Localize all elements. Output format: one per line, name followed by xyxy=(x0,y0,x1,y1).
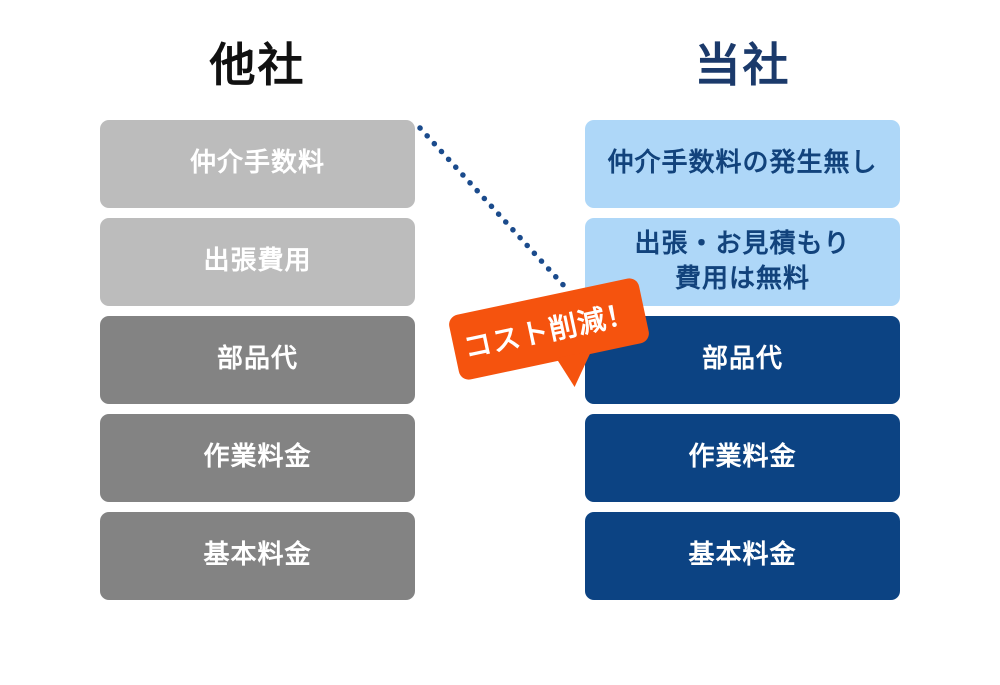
box-label-line2: 費用は無料 xyxy=(674,264,810,294)
box-other-base-fee: 基本料金 xyxy=(100,512,415,600)
box-label: 仲介手数料の発生無し xyxy=(607,148,878,179)
box-other-labor-fee: 作業料金 xyxy=(100,414,415,502)
other-company-column: 仲介手数料 出張費用 部品代 作業料金 基本料金 xyxy=(100,120,415,600)
box-other-brokerage-fee: 仲介手数料 xyxy=(100,120,415,208)
box-ours-labor-fee: 作業料金 xyxy=(585,414,900,502)
our-company-column: 仲介手数料の発生無し 出張・お見積もり 費用は無料 部品代 作業料金 基本料金 xyxy=(585,120,900,600)
box-other-travel-cost: 出張費用 xyxy=(100,218,415,306)
box-label: 基本料金 xyxy=(688,540,797,571)
box-label: 作業料金 xyxy=(203,442,312,473)
box-other-parts-cost: 部品代 xyxy=(100,316,415,404)
box-label: 部品代 xyxy=(701,344,783,375)
box-label: 作業料金 xyxy=(688,442,797,473)
box-label: 部品代 xyxy=(216,344,298,375)
box-label: 基本料金 xyxy=(203,540,312,571)
left-column-title: 他社 xyxy=(209,38,306,92)
right-column-title: 当社 xyxy=(694,38,791,92)
box-label-line1: 出張・お見積もり xyxy=(634,228,851,259)
box-ours-base-fee: 基本料金 xyxy=(585,512,900,600)
box-label: 出張費用 xyxy=(203,246,312,277)
box-ours-no-brokerage-fee: 仲介手数料の発生無し xyxy=(585,120,900,208)
box-label: 仲介手数料 xyxy=(189,148,325,179)
